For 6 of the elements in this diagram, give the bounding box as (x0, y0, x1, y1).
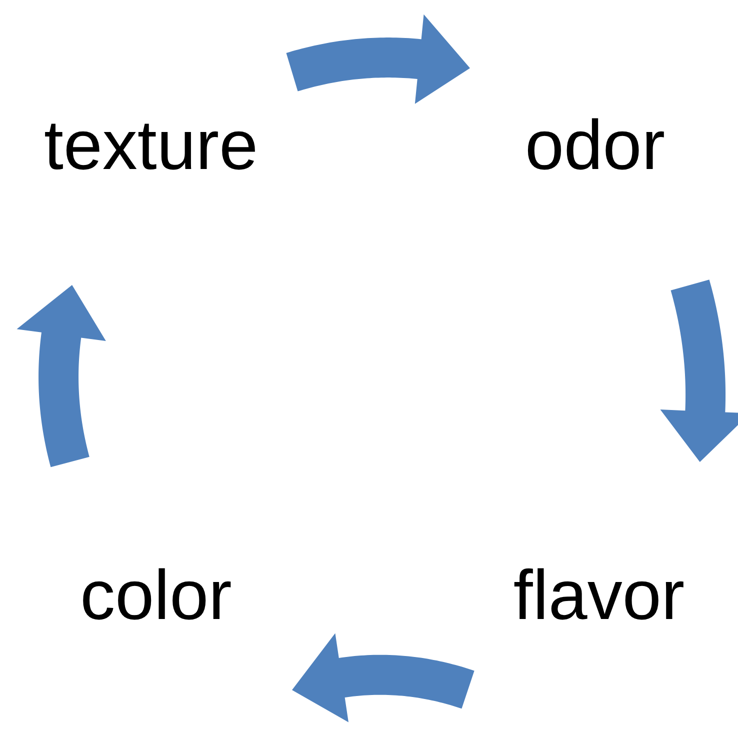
curved-arrow (16, 285, 106, 468)
node-label: flavor (513, 555, 685, 636)
node-label: color (80, 555, 232, 636)
node-label: odor (524, 105, 666, 186)
node-label: texture (44, 105, 258, 186)
curved-arrow (660, 280, 738, 462)
